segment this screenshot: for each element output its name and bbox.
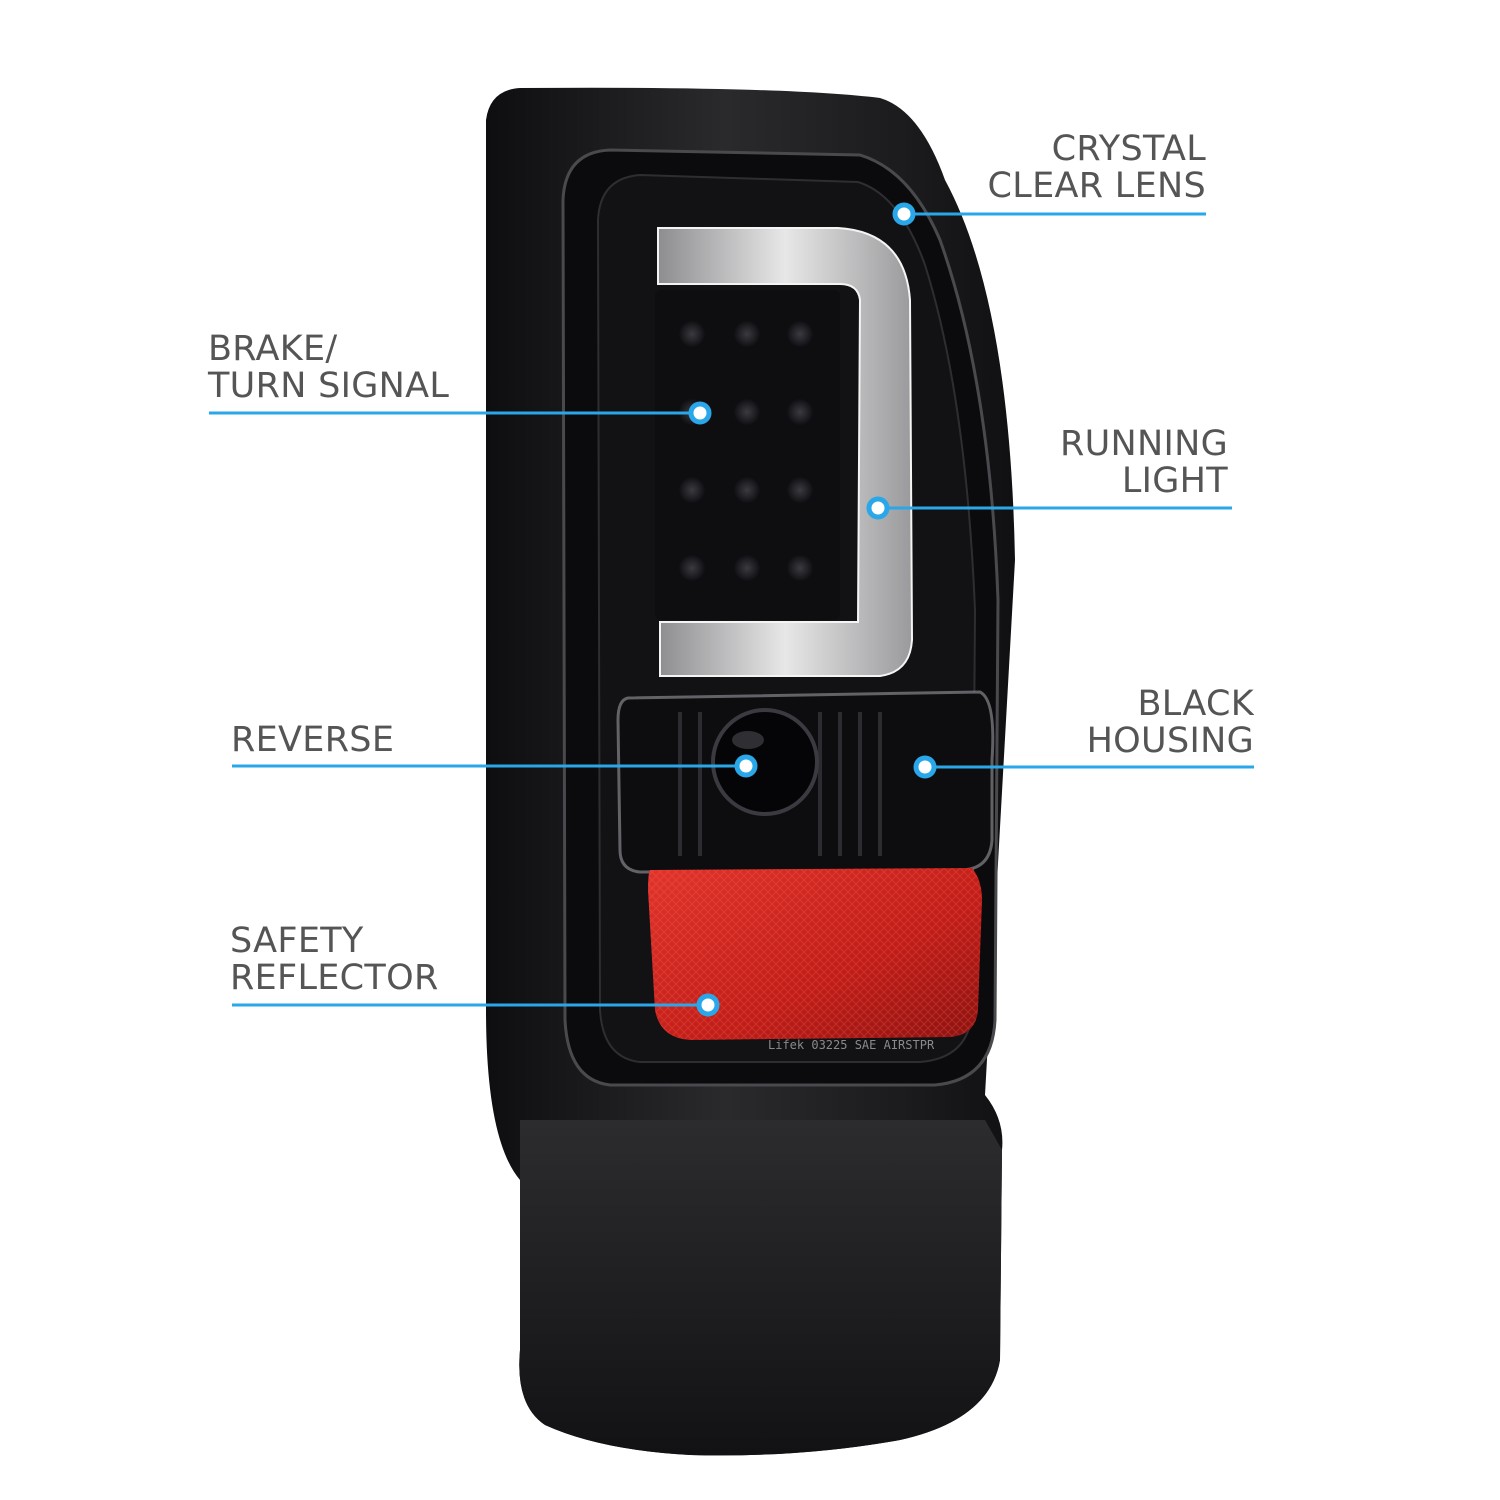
label-running-light: RUNNING LIGHT bbox=[1059, 424, 1228, 501]
light-bar bbox=[657, 227, 914, 677]
dot-marker-icon bbox=[913, 755, 937, 779]
label-brake-turn-signal: BRAKE/ TURN SIGNAL bbox=[208, 329, 450, 406]
dot-marker-icon bbox=[866, 496, 890, 520]
dot-marker-icon bbox=[734, 754, 758, 778]
lens-stamp: Lifek 03225 SAE AIRSTPR bbox=[768, 1038, 935, 1052]
led-chamber bbox=[655, 290, 840, 620]
label-safety-reflector: SAFETY REFLECTOR bbox=[230, 921, 439, 998]
reverse-ribs bbox=[678, 712, 882, 856]
housing-base bbox=[519, 1120, 1002, 1456]
dot-marker-icon bbox=[688, 401, 712, 425]
label-black-housing: BLACK HOUSING bbox=[1086, 684, 1254, 761]
dot-marker-icon bbox=[892, 202, 916, 226]
label-reverse: REVERSE bbox=[231, 720, 395, 760]
label-crystal-clear-lens: CRYSTAL CLEAR LENS bbox=[987, 129, 1206, 206]
led-grid bbox=[679, 321, 813, 581]
dot-marker-icon bbox=[696, 993, 720, 1017]
